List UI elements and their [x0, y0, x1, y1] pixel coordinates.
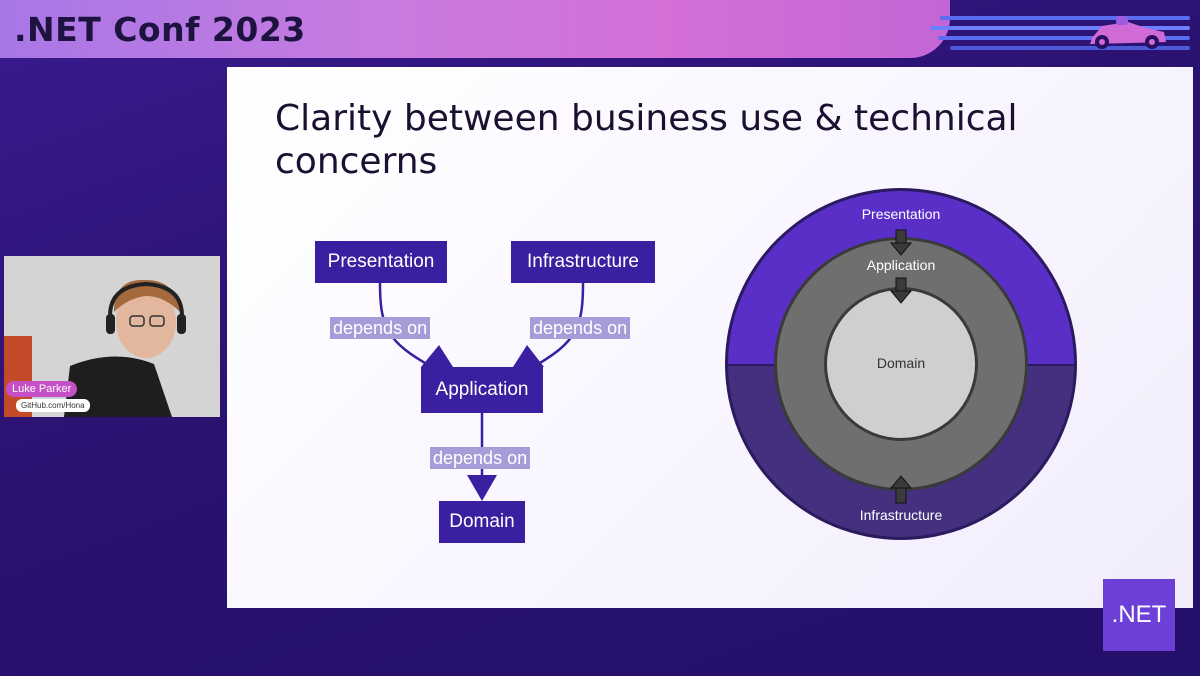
slide-title: Clarity between business use & technical…	[275, 98, 1018, 182]
race-car-icon	[1090, 16, 1166, 49]
speaker-handle-tag: GitHub.com/Hona	[16, 399, 90, 412]
dotnet-logo: .NET	[1103, 579, 1175, 651]
onion-application-label: Application	[866, 257, 936, 273]
onion-architecture-diagram	[725, 188, 1077, 540]
onion-domain-label: Domain	[876, 355, 926, 371]
infrastructure-box: Infrastructure	[511, 241, 655, 283]
presentation-box: Presentation	[315, 241, 447, 283]
down-arrow-outer-icon	[889, 229, 913, 256]
depends-on-label-left: depends on	[330, 317, 431, 339]
up-arrow-icon	[889, 475, 913, 504]
domain-box: Domain	[439, 501, 525, 543]
arrowhead-right	[513, 345, 544, 367]
decorative-stripes	[930, 14, 1200, 54]
dotnet-logo-text: .NET	[1111, 601, 1167, 628]
arrowhead-left	[421, 345, 453, 367]
presentation-slide: Clarity between business use & technical…	[227, 67, 1193, 608]
depends-on-label-right: depends on	[530, 317, 631, 339]
speaker-name-tag: Luke Parker	[6, 381, 78, 397]
down-arrow-inner-icon	[889, 277, 913, 304]
arrowhead-down	[467, 475, 497, 501]
onion-infrastructure-label: Infrastructure	[859, 507, 943, 523]
conference-title: .NET Conf 2023	[14, 10, 306, 49]
application-box: Application	[421, 367, 543, 413]
depends-on-label-bottom: depends on	[430, 447, 531, 469]
domain-core	[827, 290, 975, 438]
onion-presentation-label: Presentation	[861, 206, 941, 222]
conference-banner: .NET Conf 2023	[0, 0, 950, 58]
